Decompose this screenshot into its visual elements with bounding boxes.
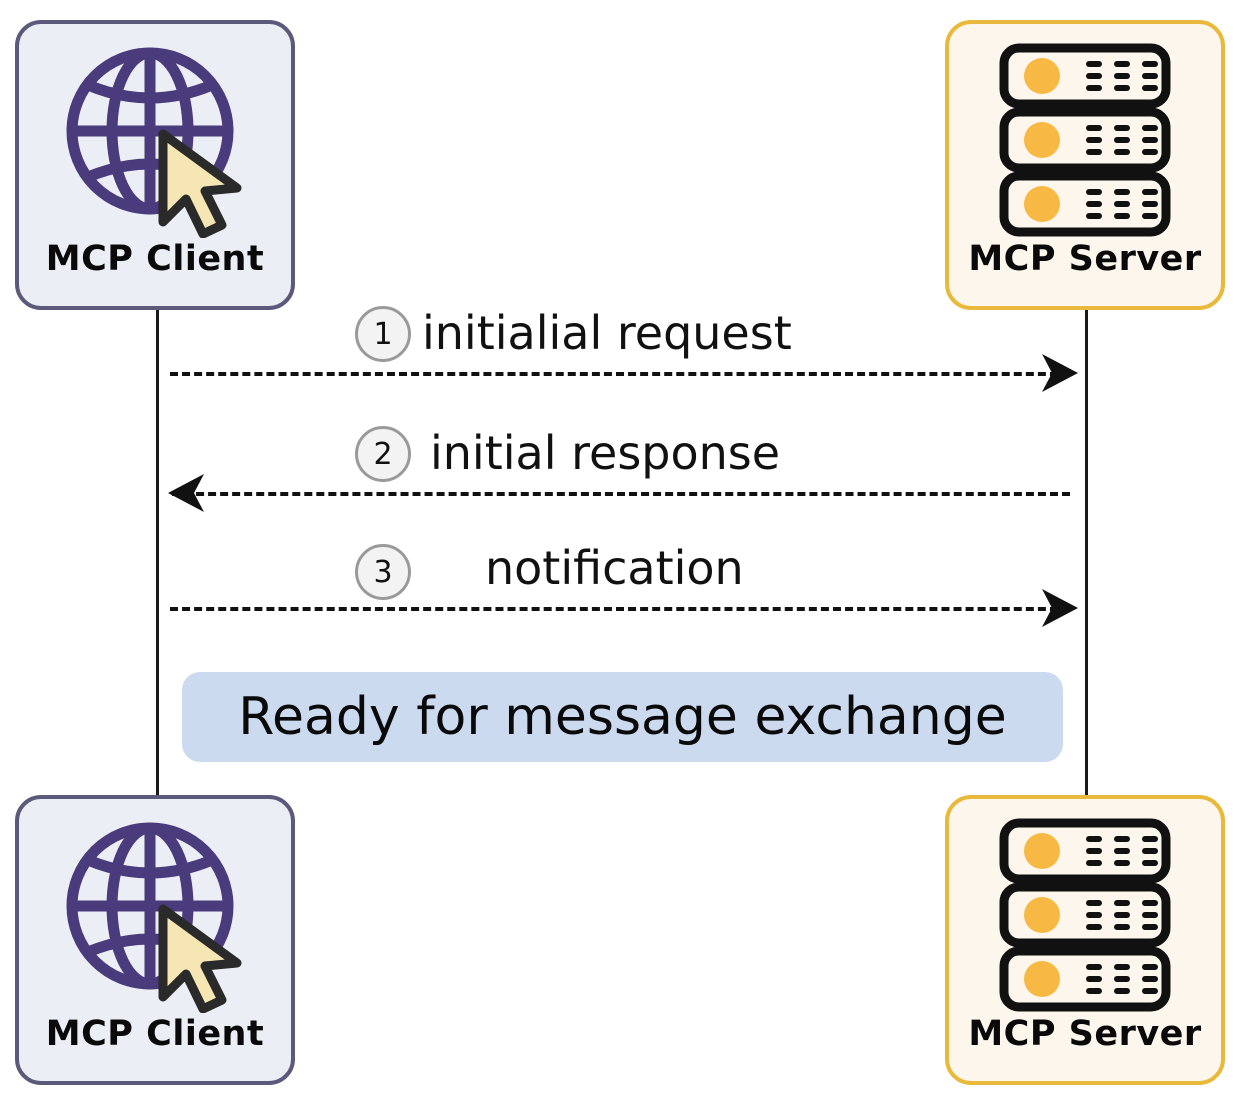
message-arrowhead-2 xyxy=(166,472,208,518)
participant-server-bottom[interactable]: MCP Server xyxy=(945,795,1225,1085)
message-badge-3: 3 xyxy=(355,544,411,600)
message-label-3: notification xyxy=(485,541,744,595)
participant-label: MCP Client xyxy=(45,1014,265,1054)
message-number: 2 xyxy=(373,436,393,472)
note-text: Ready for message exchange xyxy=(238,687,1007,747)
message-number: 3 xyxy=(373,554,393,590)
participant-client-top[interactable]: MCP Client xyxy=(15,20,295,310)
participant-label: MCP Client xyxy=(45,239,265,279)
message-arrowhead-3 xyxy=(1038,587,1080,633)
message-line-2 xyxy=(172,492,1070,496)
participant-label: MCP Server xyxy=(968,1014,1202,1054)
server-rack-icon xyxy=(990,42,1180,242)
lifeline-server xyxy=(1085,310,1088,796)
participant-label: MCP Server xyxy=(968,239,1202,279)
globe-cursor-icon xyxy=(55,38,255,242)
globe-cursor-icon xyxy=(55,813,255,1017)
lifeline-client xyxy=(156,310,159,796)
message-number: 1 xyxy=(373,316,393,352)
message-line-1 xyxy=(170,372,1070,376)
server-rack-icon xyxy=(990,817,1180,1017)
participant-server-top[interactable]: MCP Server xyxy=(945,20,1225,310)
note-ready-for-message-exchange: Ready for message exchange xyxy=(182,672,1063,762)
message-badge-1: 1 xyxy=(355,306,411,362)
message-label-1: initialial request xyxy=(422,306,792,360)
participant-client-bottom[interactable]: MCP Client xyxy=(15,795,295,1085)
message-line-3 xyxy=(170,607,1070,611)
message-arrowhead-1 xyxy=(1038,352,1080,398)
message-badge-2: 2 xyxy=(355,426,411,482)
message-label-2: initial response xyxy=(430,426,781,480)
